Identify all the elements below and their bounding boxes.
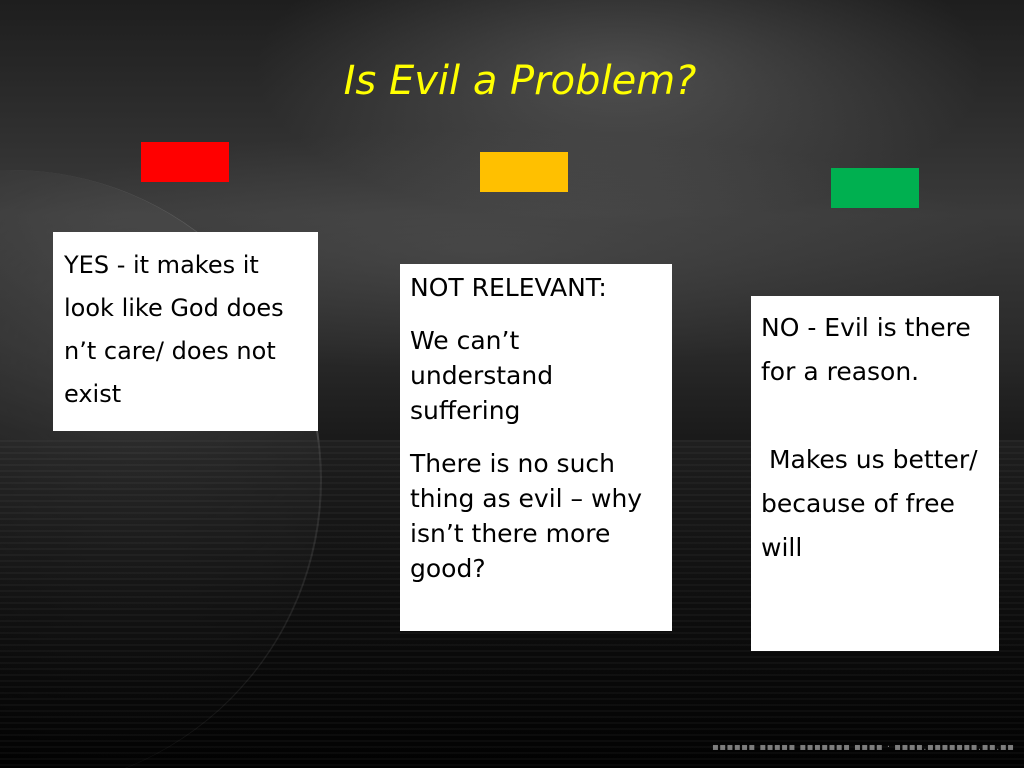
blank-line (761, 394, 989, 438)
not-relevant-point-2: There is no such thing as evil – why isn… (410, 449, 643, 583)
not-relevant-point-1: We can’t understand suffering (410, 326, 554, 425)
yes-text: YES - it makes it look like God does n’t… (64, 251, 284, 408)
not-relevant-heading: NOT RELEVANT: (410, 273, 607, 302)
red-indicator (141, 142, 229, 182)
not-relevant-text-box: NOT RELEVANT: We can’t understand suffer… (400, 264, 672, 631)
amber-indicator (480, 152, 568, 192)
yes-text-box: YES - it makes it look like God does n’t… (53, 232, 318, 431)
no-line-1: NO - Evil is there for a reason. (761, 313, 971, 386)
no-text-box: NO - Evil is there for a reason. Makes u… (751, 296, 999, 651)
green-indicator (831, 168, 919, 208)
slide-title: Is Evil a Problem? (343, 58, 697, 104)
no-line-2: Makes us better/ because of free will (761, 445, 986, 562)
image-credit-watermark: ▪▪▪▪▪▪ ▪▪▪▪▪ ▪▪▪▪▪▪▪ ▪▪▪▪ · ▪▪▪▪.▪▪▪▪▪▪▪… (712, 742, 1015, 753)
